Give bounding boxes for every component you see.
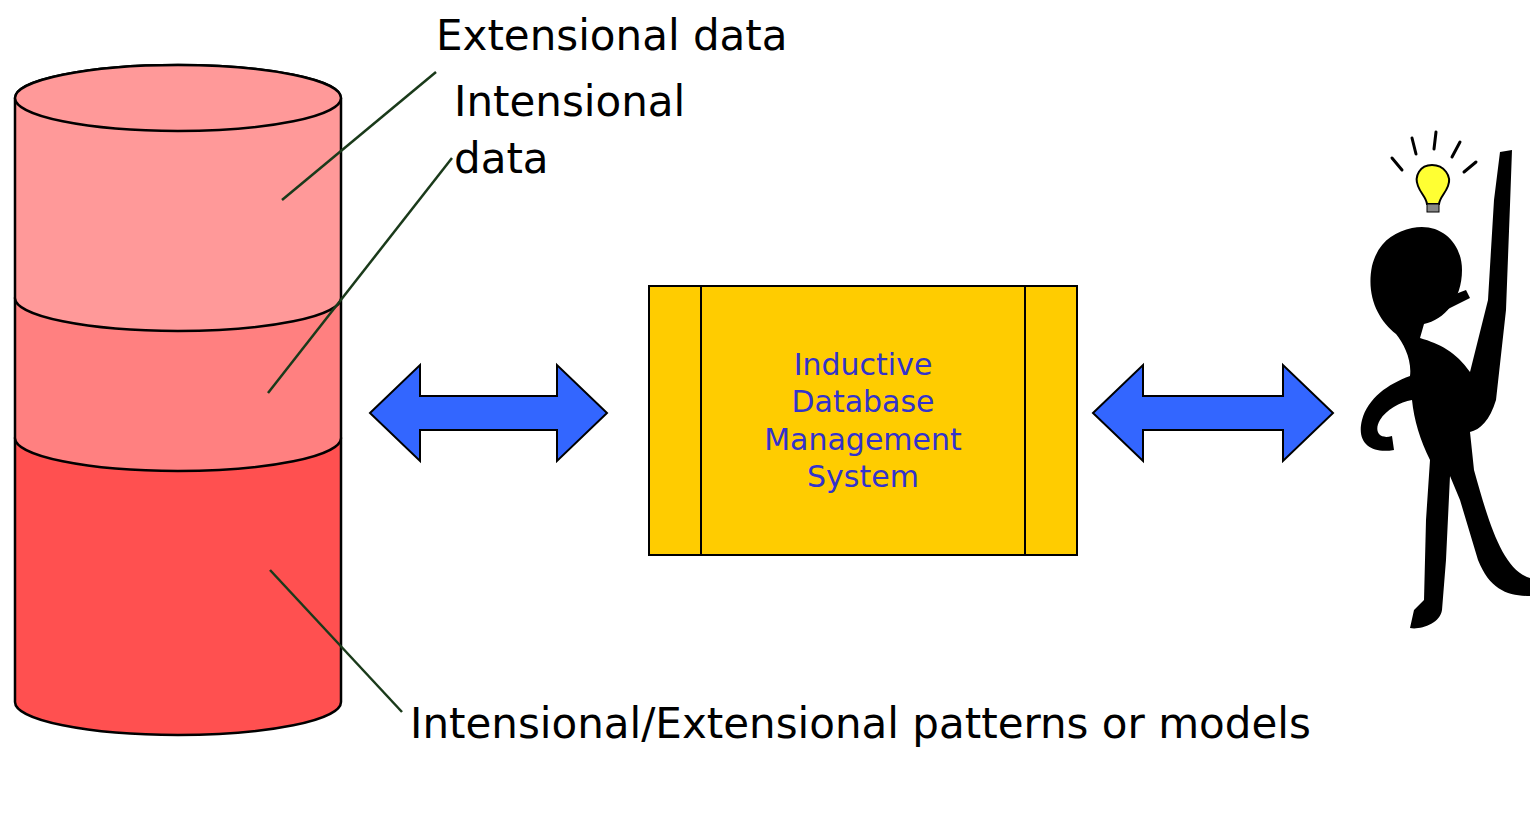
layer-label: Extensional data (436, 8, 1136, 65)
top-layer (15, 65, 341, 331)
leader-line (282, 72, 436, 200)
person-figure (1361, 132, 1530, 628)
database-cylinder (15, 65, 341, 735)
light-bulb (1417, 165, 1449, 204)
double-arrow (1093, 365, 1333, 461)
leader-line (270, 570, 402, 712)
box-rail (700, 287, 702, 554)
double-arrow (370, 365, 607, 461)
box-rail (1024, 287, 1026, 554)
box-title: Inductive Database Management System (753, 346, 973, 496)
cylinder-lid (15, 65, 341, 131)
system-box: Inductive Database Management System (648, 285, 1078, 556)
leader-line (268, 158, 452, 393)
layer-label: Intensional/Extensional patterns or mode… (410, 696, 1510, 753)
layer-label: Intensional data (454, 74, 714, 187)
